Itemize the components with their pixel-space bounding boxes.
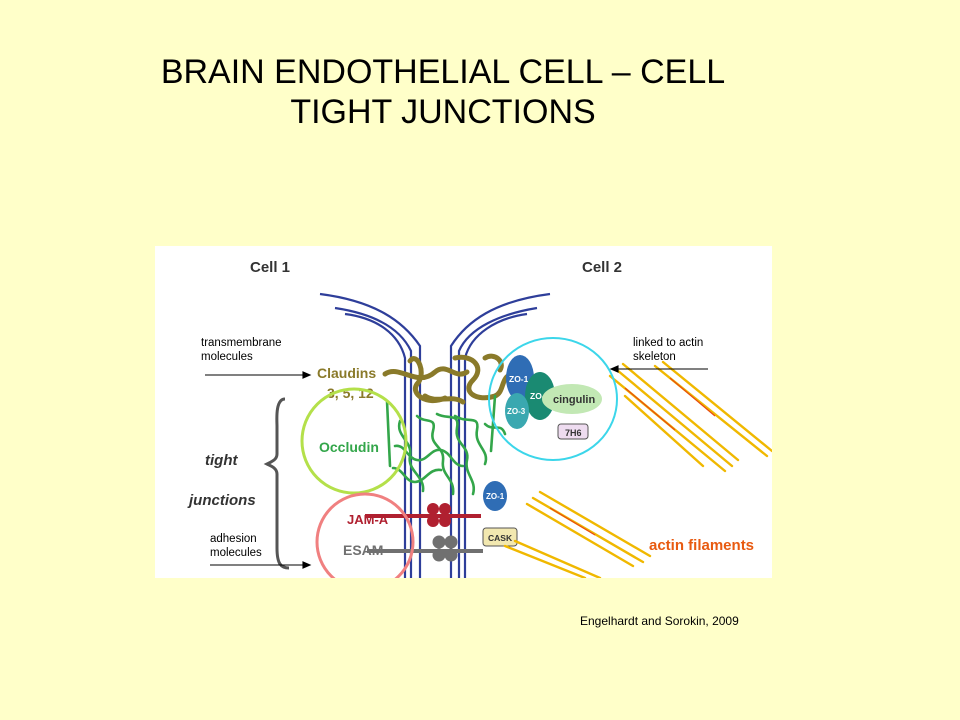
tight-junction-bracket <box>263 397 290 570</box>
linked-line-1: linked to actin <box>633 337 704 349</box>
linked-actin-annotation: linked to actin skeleton <box>633 336 703 364</box>
occludin-strands <box>385 394 507 496</box>
zo2-protein <box>525 372 555 420</box>
jama-label: JAM-A <box>347 512 389 527</box>
title-line-1: BRAIN ENDOTHELIAL CELL – CELL <box>160 53 726 91</box>
tight-label: tight <box>205 452 238 469</box>
zo1-label: ZO-1 <box>509 374 529 384</box>
transmembrane-line-2: molecules <box>201 351 253 363</box>
zo1-lower-protein <box>483 481 507 511</box>
occludin-label: Occludin <box>319 439 379 455</box>
seven-h6-label: 7H6 <box>565 428 582 438</box>
cell1-label: Cell 1 <box>250 259 290 276</box>
cask-box <box>482 527 518 547</box>
cell2-label: Cell 2 <box>582 259 622 276</box>
linked-line-2: skeleton <box>633 351 676 363</box>
adhesion-annotation: adhesion molecules <box>210 532 262 560</box>
title-line-2: TIGHT JUNCTIONS <box>290 93 596 131</box>
actin-linked-highlight-circle <box>488 337 618 461</box>
adhesion-line-2: molecules <box>210 547 262 559</box>
seven-h6-box <box>557 423 589 440</box>
cell-membranes <box>319 292 551 578</box>
zo2-label: ZO-2 <box>530 391 550 401</box>
zo1-lower-label: ZO-1 <box>486 492 505 501</box>
adhesion-line-1: adhesion <box>210 533 257 545</box>
slide-title: BRAIN ENDOTHELIAL CELL – CELL TIGHT JUNC… <box>0 52 886 132</box>
adhesion-highlight-circle <box>315 492 415 578</box>
jam-esam-molecules <box>365 503 483 562</box>
claudin-strands <box>382 353 516 405</box>
tight-junction-diagram: Cell 1 Cell 2 <box>187 259 772 578</box>
citation: Engelhardt and Sorokin, 2009 <box>580 614 739 628</box>
esam-label: ESAM <box>343 542 383 558</box>
cask-label: CASK <box>488 533 513 543</box>
claudins-label: Claudins <box>317 365 376 381</box>
zo3-protein <box>505 393 529 429</box>
transmembrane-annotation: transmembrane molecules <box>201 336 282 364</box>
cingulin-protein <box>542 384 602 414</box>
tight-junction-figure: Cell 1 Cell 2 <box>155 246 772 578</box>
transmembrane-highlight-circle <box>300 387 408 495</box>
junctions-label: junctions <box>187 492 256 509</box>
actin-highlights <box>549 377 716 536</box>
transmembrane-line-1: transmembrane <box>201 337 282 349</box>
annotation-arrows <box>205 365 708 569</box>
cingulin-label: cingulin <box>553 394 595 406</box>
zo3-label: ZO-3 <box>507 407 526 416</box>
actin-filaments-label: actin filaments <box>649 537 754 554</box>
